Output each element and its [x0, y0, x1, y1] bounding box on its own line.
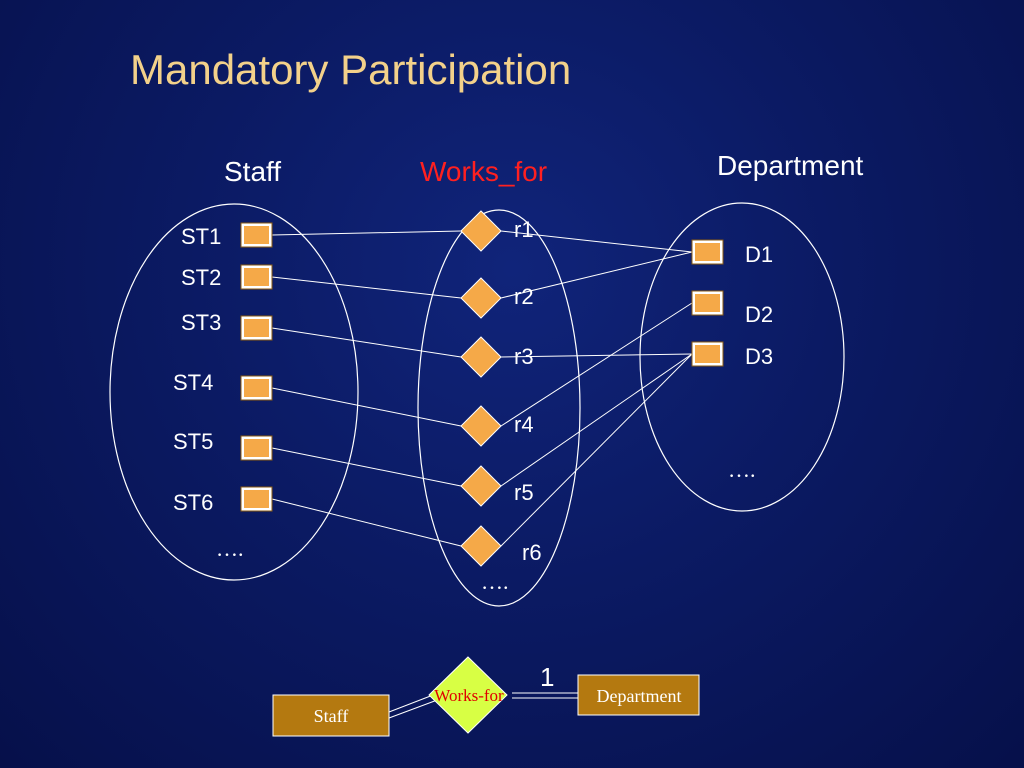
relationship-more-ellipsis: …. [481, 569, 509, 594]
staff-entity-label: ST5 [173, 429, 213, 454]
rel-to-dept-link [500, 302, 693, 427]
relationship-instances: r1 r2 r3 r4 r5 r6 [460, 210, 542, 567]
relationship-diamond [460, 210, 502, 252]
staff-entity-label: ST3 [181, 310, 221, 335]
relationship-diamond [460, 405, 502, 447]
department-entity-label: D1 [745, 242, 773, 267]
relationship-instance-item: r6 [460, 525, 542, 567]
er-staff-entity [272, 694, 390, 737]
staff-set-ellipse [109, 203, 359, 581]
staff-to-rel-link [271, 230, 462, 236]
staff-entity-item: ST1 [181, 222, 273, 249]
relationship-instance-item: r4 [460, 405, 534, 447]
relationship-instance-label: r2 [514, 284, 534, 309]
department-entity-item: D1 [691, 239, 773, 267]
relationship-instance-item: r3 [460, 336, 534, 378]
links-layer [271, 230, 693, 547]
department-entity-label: D2 [745, 302, 773, 327]
relationship-instance-label: r6 [522, 540, 542, 565]
department-more-ellipsis: …. [728, 457, 756, 482]
staff-to-rel-link [271, 387, 462, 427]
staff-entity-label: ST2 [181, 265, 221, 290]
relationship-instance-item: r1 [460, 210, 534, 252]
er-department-entity [577, 674, 700, 716]
department-entity-box [695, 243, 720, 261]
staff-entity-box [244, 226, 269, 244]
department-entity-box [695, 345, 720, 363]
staff-more-ellipsis: …. [216, 536, 244, 561]
relationship-diamond [460, 525, 502, 567]
relationship-instance-label: r3 [514, 344, 534, 369]
staff-set-label: Staff [224, 156, 282, 187]
works-for-set-label: Works_for [420, 156, 548, 187]
staff-entity-item: ST3 [181, 310, 273, 341]
staff-entity-label: ST6 [173, 490, 213, 515]
department-entity-item: D2 [691, 290, 773, 327]
rel-to-dept-link [500, 230, 693, 253]
staff-entity-box [244, 268, 269, 286]
rel-to-dept-link [500, 353, 693, 547]
relationship-instance-label: r4 [514, 412, 534, 437]
department-set-label: Department [717, 150, 864, 181]
department-entity-label: D3 [745, 344, 773, 369]
rel-to-dept-link [500, 251, 693, 299]
staff-entity-box [244, 379, 269, 397]
staff-to-rel-link [271, 276, 462, 299]
relationship-instance-item: r2 [460, 277, 534, 319]
relationship-diamond [460, 336, 502, 378]
staff-to-rel-link [271, 498, 462, 547]
staff-entity-label: ST1 [181, 224, 221, 249]
staff-entity-item: ST2 [181, 264, 273, 290]
er-department-label: Department [597, 686, 682, 706]
relationship-instance-item: r5 [460, 465, 534, 507]
er-staff-label: Staff [314, 706, 349, 726]
department-set-ellipse [639, 202, 845, 512]
er-works-for-relationship [428, 656, 508, 734]
staff-entity-box [244, 490, 269, 508]
rel-to-dept-link [500, 353, 693, 358]
rel-to-dept-link [500, 353, 693, 487]
staff-entity-item: ST6 [173, 486, 273, 515]
er-cardinality-one: 1 [540, 662, 554, 692]
er-works-for-label: Works-for [434, 686, 504, 705]
department-entity-item: D3 [691, 341, 773, 369]
staff-entity-box [244, 439, 269, 457]
relationship-instance-label: r5 [514, 480, 534, 505]
staff-entity-box [244, 319, 269, 337]
works-for-set-ellipse [417, 209, 581, 607]
department-entity-box [695, 294, 720, 312]
staff-to-rel-link [271, 327, 462, 358]
staff-entity-item: ST5 [173, 429, 273, 461]
relationship-diamond [460, 465, 502, 507]
staff-entity-item: ST4 [173, 370, 273, 401]
page-title: Mandatory Participation [130, 46, 572, 93]
relationship-instance-label: r1 [514, 217, 534, 242]
staff-to-rel-link [271, 447, 462, 487]
staff-entity-label: ST4 [173, 370, 213, 395]
relationship-diamond [460, 277, 502, 319]
